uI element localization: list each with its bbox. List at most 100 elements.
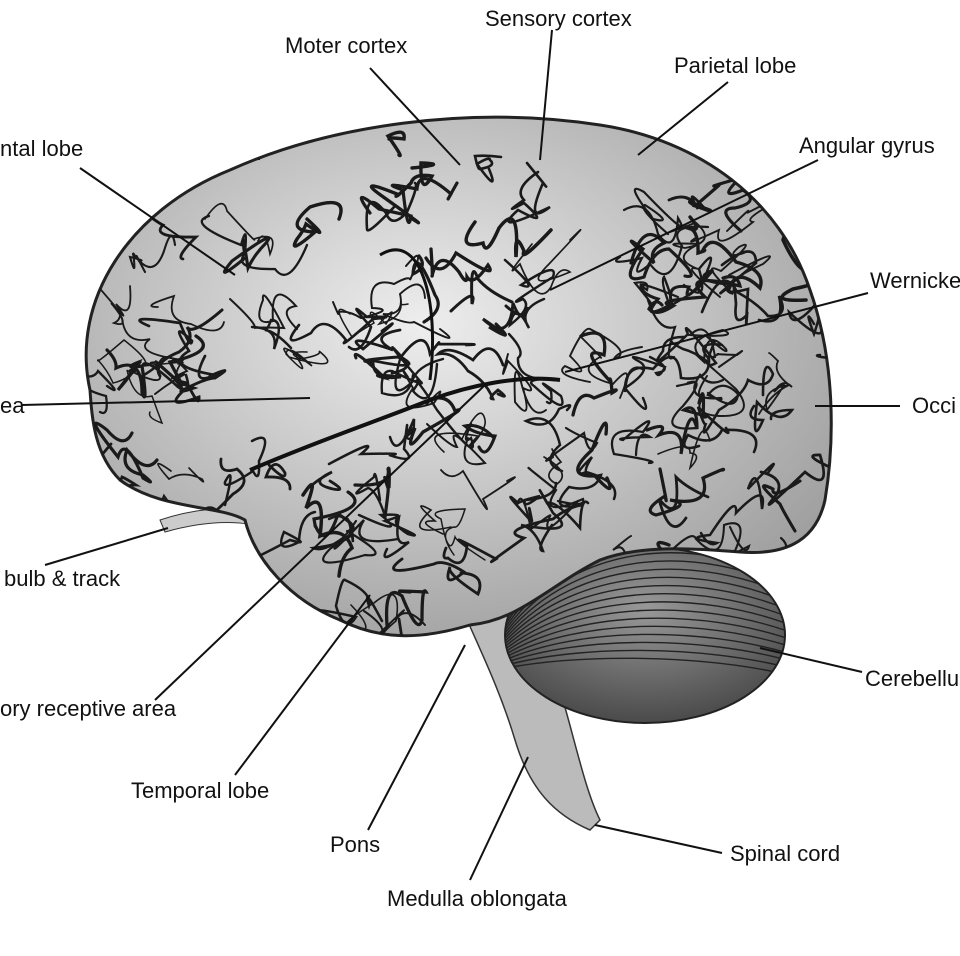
sulcus-line xyxy=(502,353,547,414)
sulcus-line xyxy=(671,117,704,140)
sulcus-line xyxy=(440,469,516,511)
sulcus-line xyxy=(419,505,452,535)
sulcus-line xyxy=(671,380,699,430)
sulcus-line xyxy=(357,513,416,559)
sulcus-line xyxy=(657,473,710,528)
leader-line-cerebellum xyxy=(759,647,863,673)
sulcus-line xyxy=(172,117,267,129)
sulcus-line xyxy=(133,497,164,535)
sulcus-line xyxy=(683,428,758,454)
sulcus-line xyxy=(527,466,585,509)
sulcus-line xyxy=(301,482,355,578)
leader-line-broca-area xyxy=(21,397,311,406)
sulcus-line xyxy=(223,436,267,507)
label-parietal-lobe: Parietal lobe xyxy=(674,53,797,78)
sulcus-line xyxy=(671,522,751,561)
sulcus-line xyxy=(289,307,388,351)
sulcus-line xyxy=(385,130,406,158)
sulcus-line xyxy=(354,322,402,352)
sulcus-line xyxy=(509,481,558,526)
sulcus-line xyxy=(576,421,612,491)
leader-line-olfactory-bulb xyxy=(44,527,169,566)
sulcus-line xyxy=(632,281,680,360)
sulcus-line xyxy=(693,373,740,405)
sulcus-line xyxy=(174,369,227,404)
sulcus-line xyxy=(433,347,506,401)
sulcus-line xyxy=(93,421,159,484)
sulcus-line xyxy=(424,247,492,283)
sulcus-line xyxy=(384,589,429,627)
sulcus-line xyxy=(250,318,293,350)
sulcus-line xyxy=(503,258,556,329)
sulcus-line xyxy=(710,243,771,295)
sulcus-line xyxy=(442,503,584,565)
sulcus-line xyxy=(411,254,440,324)
label-occipital-lobe: Occi xyxy=(912,393,956,418)
sulcus-line xyxy=(264,463,292,491)
sulcus-line xyxy=(655,327,718,367)
sulcus-line xyxy=(163,117,204,159)
sulcus-line xyxy=(749,399,795,433)
leader-line-angular-gyrus xyxy=(549,159,819,291)
cerebellum-fold xyxy=(505,593,785,648)
sulcus-line xyxy=(150,136,210,186)
sulcus-line xyxy=(758,352,793,415)
sulcus-line xyxy=(283,347,329,370)
label-sensory-cortex: Sensory cortex xyxy=(485,6,632,31)
sulcus-line xyxy=(628,232,693,281)
sulcus-line xyxy=(507,161,551,224)
sulcus-line xyxy=(719,250,758,326)
leader-line-temporal-lobe xyxy=(234,594,371,776)
cerebellum-fold xyxy=(505,617,785,656)
sulcus-line xyxy=(648,467,726,517)
cerebellum-fold xyxy=(505,633,785,661)
cerebellum-fold xyxy=(505,584,785,645)
sulcus-line xyxy=(86,455,105,499)
label-spinal-cord: Spinal cord xyxy=(730,841,841,866)
cerebellum-fold xyxy=(505,576,785,642)
label-auditory-area: ory receptive area xyxy=(0,696,177,721)
sulcus-line xyxy=(520,489,590,553)
sulcus-line xyxy=(157,462,205,483)
sulcus-line xyxy=(359,177,459,224)
label-wernicke-area: Wernicke xyxy=(870,268,960,293)
sulcus-line xyxy=(368,338,476,367)
sulcus-line xyxy=(759,453,832,506)
sulcus-line xyxy=(461,423,498,454)
leader-line-wernicke-area xyxy=(564,292,869,373)
sulcus-line xyxy=(511,229,582,295)
sulcus-line xyxy=(507,332,564,407)
sulcus-line xyxy=(332,254,419,320)
leader-line-parietal-lobe xyxy=(637,81,729,156)
sulcus-line xyxy=(473,154,503,183)
label-medulla-oblongata: Medulla oblongata xyxy=(387,886,567,911)
label-temporal-lobe: Temporal lobe xyxy=(131,778,270,803)
central-sulcus xyxy=(379,248,434,381)
sulcus-line xyxy=(610,420,654,465)
cerebellum-fold xyxy=(505,601,785,650)
sulcus-line xyxy=(558,456,617,508)
sulcus-line xyxy=(661,256,713,308)
cerebellum-fold xyxy=(505,625,785,659)
sulcus-line xyxy=(434,412,487,453)
sulcus-line xyxy=(365,181,418,232)
sulcus-line xyxy=(700,279,784,323)
sulcus-line xyxy=(622,187,683,244)
sulcus-line xyxy=(449,270,514,313)
label-frontal-lobe: ntal lobe xyxy=(0,136,84,161)
sulcus-line xyxy=(292,200,343,248)
sulcus-line xyxy=(380,346,445,397)
sulcus-line xyxy=(369,161,436,225)
sulcus-line xyxy=(149,151,187,195)
sulcus-line xyxy=(327,418,416,466)
label-pons: Pons xyxy=(330,832,381,857)
label-broca-area: ea xyxy=(0,393,25,418)
cerebellum-fold xyxy=(505,609,785,653)
sulcus-line xyxy=(823,519,832,563)
lateral-sulcus xyxy=(249,376,561,472)
sulcus-line xyxy=(138,317,220,380)
label-cerebellum: Cerebellu xyxy=(865,666,960,691)
sulcus-line xyxy=(262,597,307,636)
sulcus-line xyxy=(150,294,225,332)
